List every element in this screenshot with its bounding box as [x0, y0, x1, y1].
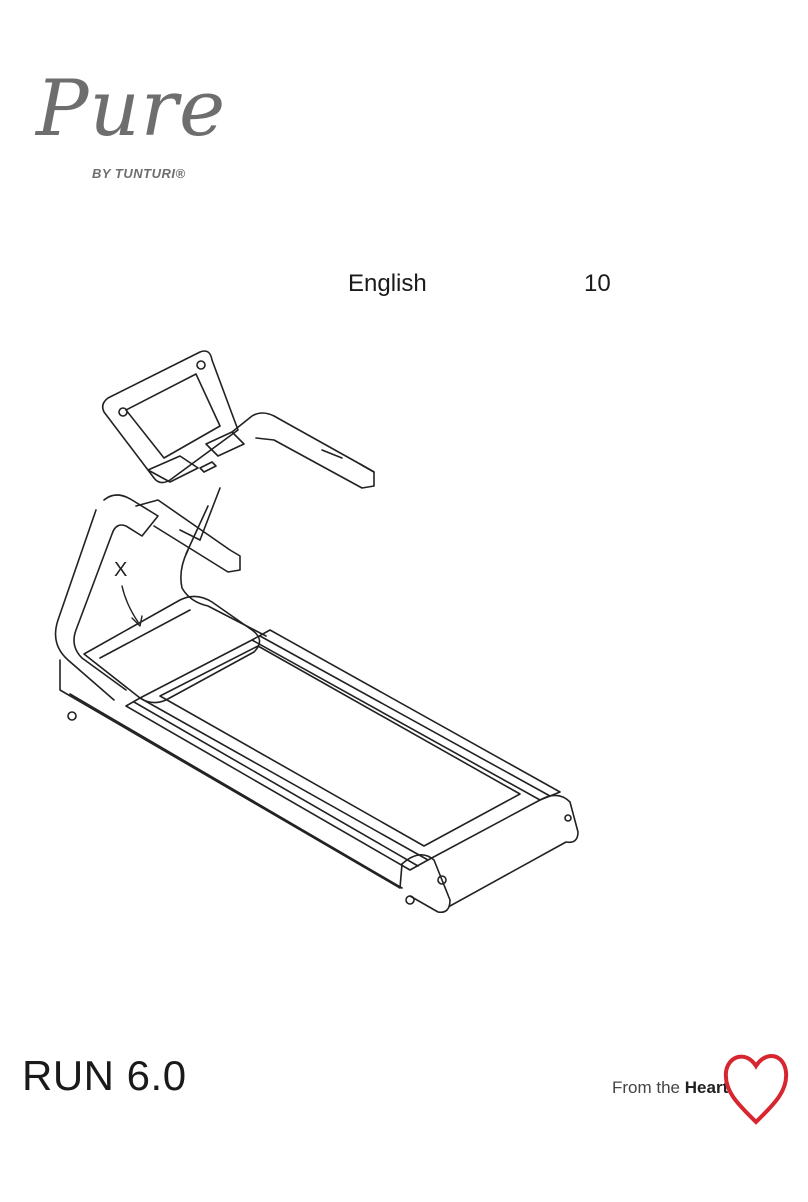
contents-page-number: 10	[584, 270, 611, 298]
tagline: From the Heart	[612, 1078, 728, 1098]
handlebars	[136, 413, 374, 572]
console-panel	[103, 351, 244, 483]
heart-icon	[720, 1044, 792, 1126]
treadmill-illustration: X	[30, 340, 590, 940]
logo-script: Pure	[36, 70, 226, 148]
logo-subtitle: BY TUNTURI®	[92, 166, 186, 181]
callout-label: X	[114, 559, 127, 581]
running-deck	[126, 630, 560, 870]
frame-uprights	[56, 488, 266, 700]
callout-x: X	[114, 559, 142, 626]
contents-row-english[interactable]: English 10	[348, 270, 618, 300]
contents-language: English	[348, 270, 427, 298]
model-name: RUN 6.0	[22, 1052, 187, 1100]
pure-logo: Pure BY TUNTURI®	[36, 70, 226, 185]
tagline-prefix: From the	[612, 1078, 680, 1097]
